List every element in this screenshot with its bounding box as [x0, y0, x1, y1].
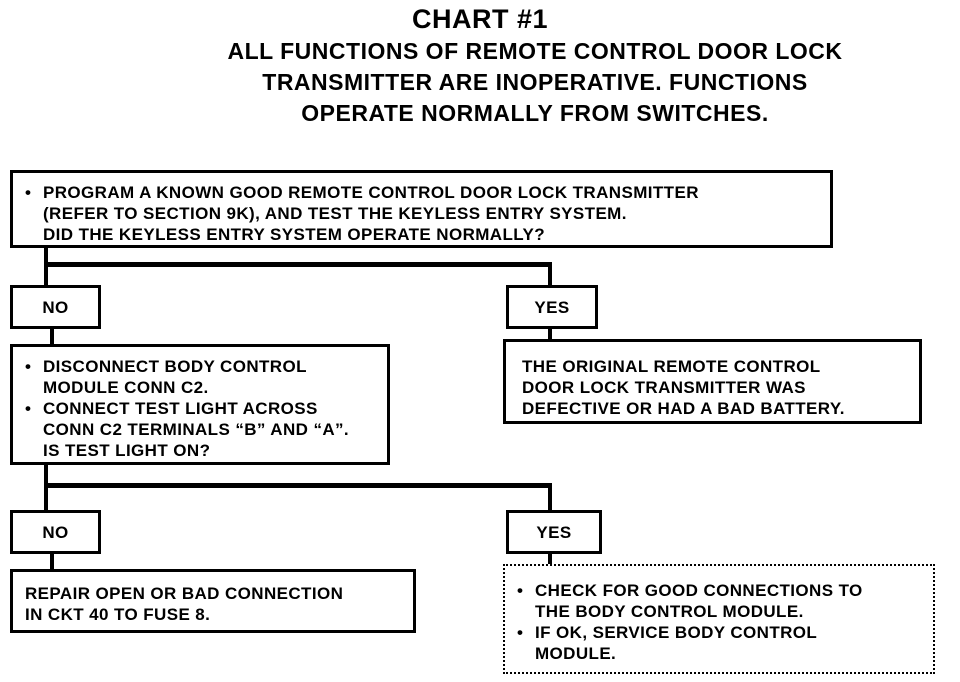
step1-bullet: PROGRAM A KNOWN GOOD REMOTE CONTROL DOOR…	[19, 182, 824, 245]
step1-line: PROGRAM A KNOWN GOOD REMOTE CONTROL DOOR…	[43, 183, 699, 202]
connector-line	[548, 483, 552, 511]
connector-line	[548, 327, 552, 341]
connector-line	[44, 483, 552, 488]
step2-line: MODULE CONN C2.	[43, 378, 209, 397]
connector-line	[548, 262, 552, 286]
yes-result-bullet-1: CHECK FOR GOOD CONNECTIONS TO THE BODY C…	[511, 580, 927, 622]
yes-result-line: THE ORIGINAL REMOTE CONTROL	[522, 357, 821, 376]
yes-label-1: YES	[506, 285, 598, 329]
yes-result-line: THE BODY CONTROL MODULE.	[535, 602, 804, 621]
chart-subtitle: ALL FUNCTIONS OF REMOTE CONTROL DOOR LOC…	[130, 36, 940, 129]
step2-line: DISCONNECT BODY CONTROL	[43, 357, 307, 376]
yes-result-line: IF OK, SERVICE BODY CONTROL	[535, 623, 818, 642]
no-result-line: REPAIR OPEN OR BAD CONNECTION	[25, 584, 344, 603]
no-result-line: IN CKT 40 TO FUSE 8.	[25, 605, 211, 624]
no-label-2: NO	[10, 510, 101, 554]
connector-line	[50, 327, 54, 345]
step2-box: DISCONNECT BODY CONTROL MODULE CONN C2. …	[10, 344, 390, 465]
chart-title: CHART #1	[411, 4, 549, 34]
connector-line	[44, 262, 552, 267]
yes-result-line: DOOR LOCK TRANSMITTER WAS	[522, 378, 806, 397]
connector-line	[50, 552, 54, 571]
yes-result-box-2: CHECK FOR GOOD CONNECTIONS TO THE BODY C…	[503, 564, 935, 674]
yes-result-line: DEFECTIVE OR HAD A BAD BATTERY.	[522, 399, 845, 418]
step2-bullet-2: CONNECT TEST LIGHT ACROSS CONN C2 TERMIN…	[19, 398, 381, 461]
step1-box: PROGRAM A KNOWN GOOD REMOTE CONTROL DOOR…	[10, 170, 833, 248]
subtitle-line: OPERATE NORMALLY FROM SWITCHES.	[301, 100, 769, 126]
yes-result-line: CHECK FOR GOOD CONNECTIONS TO	[535, 581, 863, 600]
step1-line: (REFER TO SECTION 9K), AND TEST THE KEYL…	[43, 204, 627, 223]
no-result-box-2: REPAIR OPEN OR BAD CONNECTION IN CKT 40 …	[10, 569, 416, 633]
step2-line: IS TEST LIGHT ON?	[43, 441, 211, 460]
step2-line: CONN C2 TERMINALS “B” AND “A”.	[43, 420, 350, 439]
subtitle-line: ALL FUNCTIONS OF REMOTE CONTROL DOOR LOC…	[227, 38, 843, 64]
connector-line	[548, 552, 552, 565]
yes-result-bullet-2: IF OK, SERVICE BODY CONTROL MODULE.	[511, 622, 927, 664]
yes-result-line: MODULE.	[535, 644, 617, 663]
no-label-1: NO	[10, 285, 101, 329]
yes-result-box-1: THE ORIGINAL REMOTE CONTROL DOOR LOCK TR…	[503, 339, 922, 424]
step1-line: DID THE KEYLESS ENTRY SYSTEM OPERATE NOR…	[43, 225, 546, 244]
subtitle-line: TRANSMITTER ARE INOPERATIVE. FUNCTIONS	[262, 69, 808, 95]
yes-label-2: YES	[506, 510, 602, 554]
step2-line: CONNECT TEST LIGHT ACROSS	[43, 399, 318, 418]
step2-bullet-1: DISCONNECT BODY CONTROL MODULE CONN C2.	[19, 356, 381, 398]
